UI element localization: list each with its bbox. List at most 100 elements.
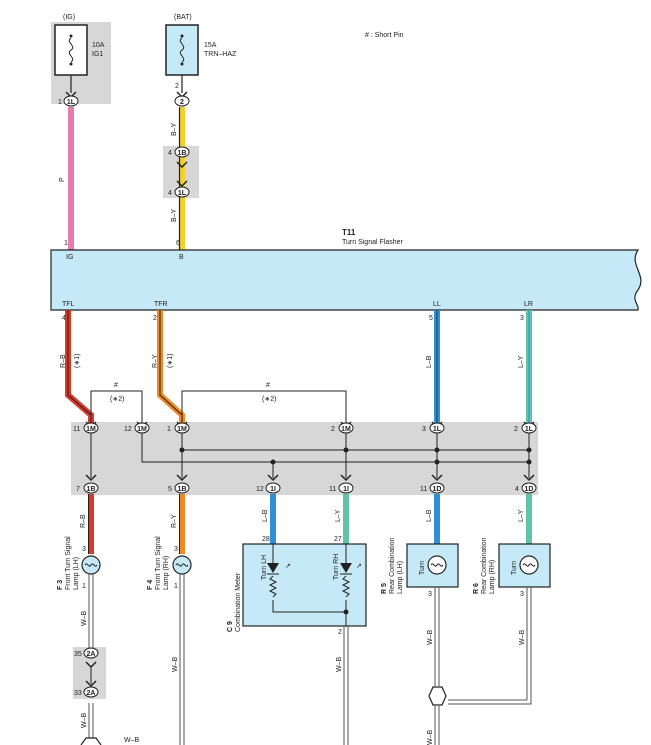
bat-fuse-rating: 15A — [204, 42, 217, 49]
flasher-pin-b-num: 6 — [176, 240, 180, 247]
wb-wires — [88, 574, 532, 745]
r6-code: R 6 — [473, 583, 480, 594]
short-pin-legend: # : Short Pin — [365, 32, 404, 39]
svg-text:1M: 1M — [177, 426, 187, 433]
c9-pin-lh: 28 — [262, 536, 270, 543]
svg-text:2: 2 — [514, 426, 518, 433]
svg-text:1L: 1L — [525, 426, 534, 433]
wire-label-wb-r5: W–B — [427, 630, 434, 646]
note-star1-left: (∗1) — [74, 354, 81, 368]
flasher-pin-ll-num: 5 — [429, 315, 433, 322]
connector-bat-2: 2 2 — [174, 83, 190, 107]
svg-text:11: 11 — [73, 426, 80, 433]
c9-code: C 9 — [227, 621, 234, 632]
lamp-f3: 3 1 — [81, 546, 101, 590]
wire-by — [179, 107, 185, 250]
c9-lh-label: Turn LH — [261, 555, 268, 580]
wire-label-lb-meter: L–B — [262, 509, 269, 522]
low-connector-5: 1D 11 — [420, 474, 445, 494]
ig-fuse-name: IG1 — [92, 51, 103, 58]
short-pin-link-right — [181, 390, 347, 424]
c9-pin-gnd: 2 — [338, 629, 342, 636]
svg-text:1: 1 — [58, 99, 62, 106]
svg-text:35: 35 — [74, 651, 82, 658]
wire-ly-rear — [526, 494, 532, 544]
wire-label-p: P — [59, 177, 66, 182]
flasher-pin-tfl-num: 4 — [62, 315, 66, 322]
svg-text:2A: 2A — [87, 690, 96, 697]
flasher-pin-ig-num: 1 — [64, 240, 68, 247]
svg-text:1M: 1M — [86, 426, 96, 433]
wire-label-wb-f4: W–B — [172, 657, 179, 673]
junction-block-shade — [71, 422, 538, 495]
wire-label-by1: B–Y — [171, 122, 178, 136]
note-star2-right: (∗2) — [262, 396, 276, 403]
note-star2-left: (∗2) — [110, 396, 124, 403]
r5-pin: 3 — [428, 591, 432, 598]
svg-text:4: 4 — [515, 486, 519, 493]
svg-text:33: 33 — [74, 690, 82, 697]
f3-name: Front Turn Signal — [65, 536, 72, 590]
svg-text:1: 1 — [167, 426, 171, 433]
short-pin-hash-right: # — [266, 382, 270, 389]
flasher-code: T11 — [342, 228, 356, 237]
svg-text:11: 11 — [329, 486, 336, 493]
svg-text:7: 7 — [76, 486, 80, 493]
wire-ry-low — [179, 494, 185, 554]
wire-p — [68, 107, 74, 250]
flasher-pin-lr-label: LR — [524, 301, 533, 308]
f3-code: F 3 — [57, 580, 64, 590]
svg-text:11: 11 — [420, 486, 427, 493]
flasher-pin-b-label: B — [179, 254, 184, 261]
mid-connector-4: 1M 2 — [331, 421, 354, 434]
wire-label-by2: B–Y — [171, 208, 178, 222]
svg-text:↗: ↗ — [285, 563, 291, 570]
bat-source-label: (BAT) — [174, 14, 192, 21]
c9-name: Combination Meter — [235, 572, 242, 632]
c9-rh-label: Turn RH — [333, 554, 340, 580]
svg-text:1I: 1I — [343, 486, 349, 493]
r5-turn: Turn — [419, 561, 426, 575]
note-star1-right: (∗1) — [167, 354, 174, 368]
flasher-pin-tfr-num: 2 — [153, 315, 157, 322]
connector-2a-33: 2A 33 — [74, 680, 99, 698]
svg-text:3: 3 — [422, 426, 426, 433]
r5-name: Rear Combination — [389, 537, 396, 594]
wire-ly-meter — [343, 494, 349, 544]
wire-label-wb-bottom: W–B — [124, 737, 140, 744]
wire-label-wb-r5-low: W–B — [427, 730, 434, 745]
flasher-box — [50, 249, 642, 311]
meter-internal-ground — [272, 600, 347, 626]
short-pin-link-left — [90, 390, 143, 424]
wire-label-ly-rear: L–Y — [518, 509, 525, 522]
connector-bat-1l: 1L 4 — [168, 180, 190, 198]
svg-text:1L: 1L — [433, 426, 442, 433]
svg-text:3: 3 — [82, 546, 86, 553]
svg-text:1B: 1B — [87, 486, 96, 493]
flasher-pin-lr-num: 3 — [520, 315, 524, 322]
flasher-pin-ig-label: IG — [66, 254, 73, 261]
svg-text:5: 5 — [168, 486, 172, 493]
r6-name: Rear Combination — [481, 537, 488, 594]
flasher-pin-tfr-label: TFR — [154, 301, 168, 308]
svg-text:1L: 1L — [67, 99, 76, 106]
connector-bat-1b: 1B 4 — [168, 146, 190, 169]
r6-turn: Turn — [511, 561, 518, 575]
led-turn-lh: ↗ — [267, 544, 291, 598]
mid-connector-6: 1L 2 — [514, 421, 537, 434]
wire-label-wb-meter: W–B — [336, 657, 343, 673]
low-connector-6: 1D 4 — [515, 474, 537, 494]
f4-name: Front Turn Signal — [155, 536, 162, 590]
svg-text:1L: 1L — [178, 190, 187, 197]
svg-text:2: 2 — [180, 99, 184, 106]
f4-code: F 4 — [147, 580, 154, 590]
wire-lb-rear — [434, 494, 440, 544]
led-turn-rh: ↗ — [340, 544, 362, 598]
wire-label-ry-low: R–Y — [171, 514, 178, 528]
svg-text:2: 2 — [175, 83, 179, 90]
ig-source-label: (IG) — [63, 14, 75, 21]
wire-label-lb-top: L–B — [426, 355, 433, 368]
wire-label-wb-f3-low: W–B — [81, 713, 88, 729]
bottom-splice-partial — [80, 737, 102, 745]
